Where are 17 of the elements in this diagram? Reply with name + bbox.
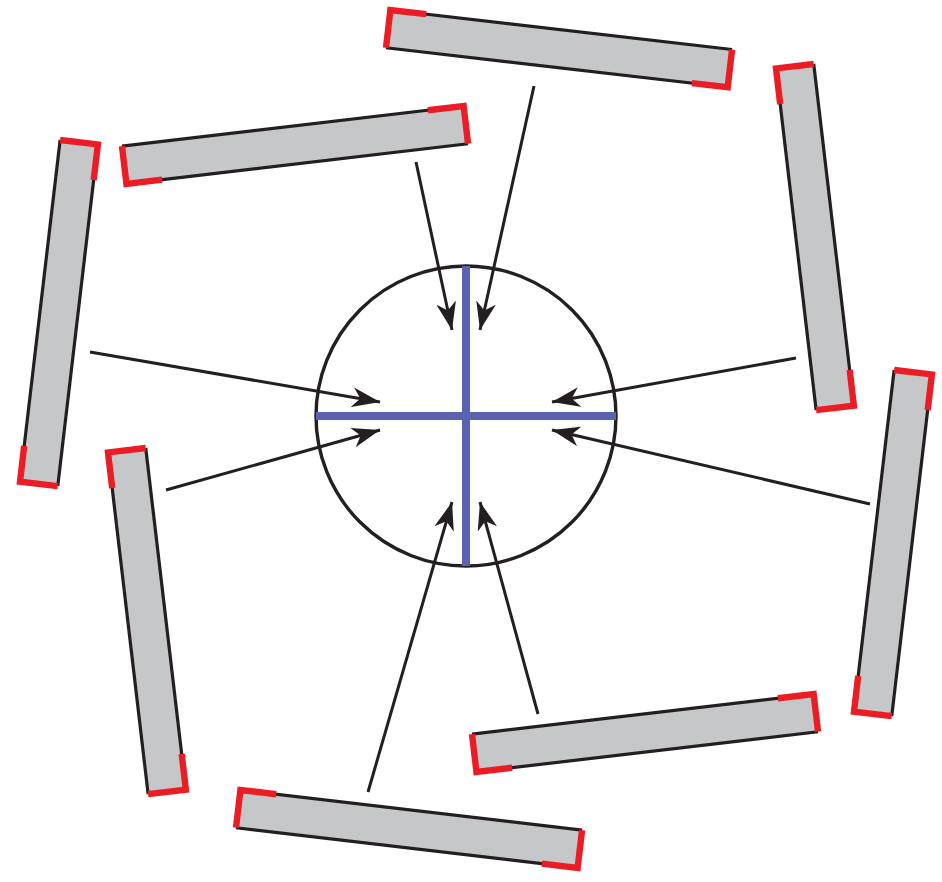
bar	[466, 687, 825, 777]
arrow	[551, 356, 797, 407]
arrow	[366, 501, 454, 793]
arrow	[477, 501, 540, 715]
bar	[230, 783, 589, 873]
arrow	[476, 85, 536, 331]
arrow	[165, 427, 381, 492]
bar	[115, 100, 474, 190]
bar	[13, 134, 103, 493]
bar	[101, 442, 191, 801]
circle	[314, 264, 618, 568]
bar	[847, 364, 937, 723]
arrow	[89, 350, 381, 408]
arrow	[551, 426, 871, 506]
arrow	[414, 161, 456, 331]
bar	[380, 3, 739, 93]
bar	[769, 58, 859, 417]
